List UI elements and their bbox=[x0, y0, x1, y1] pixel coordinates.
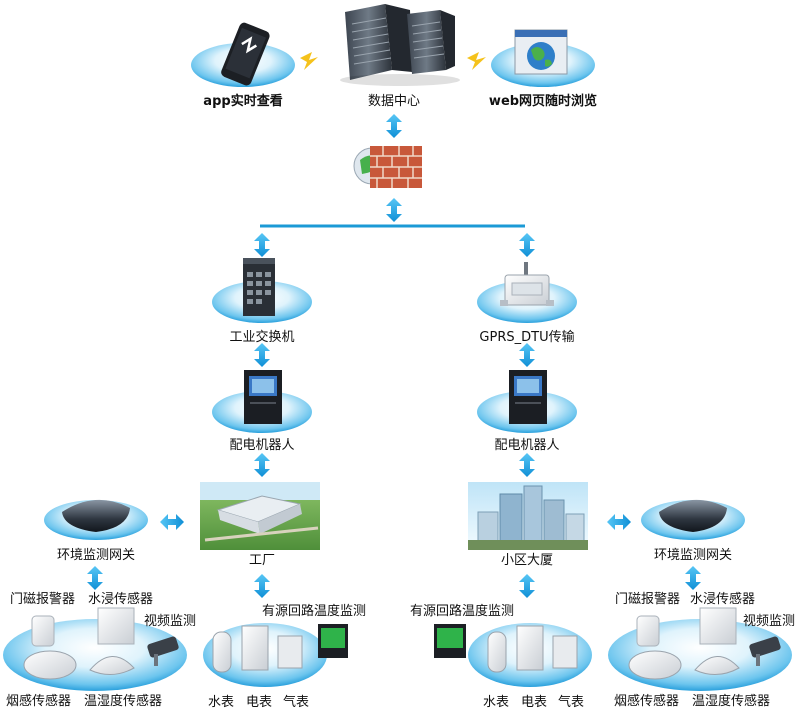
double-arrow-icon bbox=[685, 566, 701, 590]
water-sensor-label: 水浸传感器 bbox=[88, 592, 154, 607]
web-node bbox=[491, 29, 595, 87]
loop-temp-label: 有源回路温度监测 bbox=[262, 604, 367, 619]
double-arrow-icon bbox=[87, 566, 103, 590]
double-arrow-icon bbox=[519, 343, 535, 367]
double-arrow-icon bbox=[607, 514, 631, 530]
gateway-dome-icon bbox=[659, 499, 727, 532]
app-node bbox=[191, 22, 295, 87]
water-sensor-label: 水浸传感器 bbox=[690, 592, 756, 607]
lightning-icon bbox=[467, 52, 486, 70]
gateway-dome-icon bbox=[62, 499, 130, 532]
gas-meter-label: 气表 bbox=[283, 695, 310, 710]
datacenter-label: 数据中心 bbox=[367, 94, 421, 109]
industrial-switch-node bbox=[212, 258, 312, 323]
firewall-icon bbox=[353, 146, 422, 188]
double-arrow-icon bbox=[519, 233, 535, 257]
lightning-icon bbox=[300, 52, 318, 70]
double-arrow-icon bbox=[254, 233, 270, 257]
door-alarm-icon bbox=[636, 615, 660, 647]
water-meter-label: 水表 bbox=[208, 695, 235, 710]
gas-meter-icon bbox=[552, 635, 578, 669]
smoke-label: 烟感传感器 bbox=[6, 694, 72, 709]
factory-image bbox=[200, 482, 320, 550]
temp-humidity-sensor-icon bbox=[89, 656, 135, 675]
gas-meter-icon bbox=[277, 635, 303, 669]
robot-node-right bbox=[477, 370, 577, 433]
gateway-node-right bbox=[641, 499, 745, 540]
water-sensor-icon bbox=[97, 607, 135, 645]
camera-icon bbox=[749, 636, 781, 666]
smoke-sensor-icon bbox=[628, 650, 682, 680]
switch-icon bbox=[243, 258, 275, 316]
building-label: 小区大厦 bbox=[500, 553, 554, 568]
temp-humidity-label: 温湿度传感器 bbox=[692, 694, 771, 709]
double-arrow-icon bbox=[519, 574, 535, 598]
dtu-node bbox=[477, 262, 577, 323]
temperature-monitor-icon bbox=[434, 624, 466, 658]
smoke-label: 烟感传感器 bbox=[614, 694, 680, 709]
smartphone-icon bbox=[221, 22, 270, 86]
server-rack-icon bbox=[340, 4, 460, 86]
dtu-modem-icon bbox=[500, 262, 554, 306]
power-meter-label: 电表 bbox=[246, 695, 273, 710]
double-arrow-icon bbox=[386, 114, 402, 138]
video-label: 视频监测 bbox=[144, 614, 197, 629]
double-arrow-icon bbox=[160, 514, 184, 530]
meter-platform-left bbox=[203, 623, 348, 687]
factory-label: 工厂 bbox=[248, 553, 276, 568]
sensor-platform-left bbox=[3, 607, 187, 691]
temp-humidity-label: 温湿度传感器 bbox=[84, 694, 163, 709]
water-sensor-icon bbox=[699, 607, 737, 645]
browser-globe-icon bbox=[514, 29, 568, 75]
water-meter-icon bbox=[212, 631, 232, 673]
robot-terminal-icon bbox=[244, 370, 282, 424]
gateway-node-left bbox=[44, 499, 148, 540]
door-alarm-label: 门磁报警器 bbox=[615, 592, 681, 607]
double-arrow-icon bbox=[386, 198, 402, 222]
double-arrow-icon bbox=[254, 343, 270, 367]
water-meter-icon bbox=[487, 631, 507, 673]
power-meter-icon bbox=[516, 625, 544, 671]
door-alarm-icon bbox=[31, 615, 55, 647]
gas-meter-label: 气表 bbox=[558, 695, 585, 710]
robot-terminal-icon bbox=[509, 370, 547, 424]
double-arrow-icon bbox=[254, 574, 270, 598]
smoke-sensor-icon bbox=[23, 650, 77, 680]
meter-platform-right bbox=[434, 623, 592, 687]
double-arrow-icon bbox=[519, 453, 535, 477]
gateway-label-right: 环境监测网关 bbox=[653, 548, 733, 563]
double-arrow-icon bbox=[254, 453, 270, 477]
building-image bbox=[468, 482, 588, 550]
temperature-monitor-icon bbox=[318, 624, 348, 658]
power-meter-label: 电表 bbox=[521, 695, 548, 710]
temp-humidity-sensor-icon bbox=[694, 656, 740, 675]
video-label: 视频监测 bbox=[743, 614, 796, 629]
web-label: web网页随时浏览 bbox=[488, 94, 598, 109]
water-meter-label: 水表 bbox=[483, 695, 510, 710]
power-meter-icon bbox=[241, 625, 269, 671]
camera-icon bbox=[147, 636, 179, 666]
app-label: app实时查看 bbox=[203, 94, 283, 109]
gateway-label-left: 环境监测网关 bbox=[56, 548, 136, 563]
robot-label-right: 配电机器人 bbox=[494, 438, 560, 453]
switch-label: 工业交换机 bbox=[229, 330, 295, 345]
loop-temp-label: 有源回路温度监测 bbox=[410, 604, 515, 619]
robot-node-left bbox=[212, 370, 312, 433]
dtu-label: GPRS_DTU传输 bbox=[479, 330, 575, 345]
sensor-platform-right bbox=[608, 607, 792, 691]
door-alarm-label: 门磁报警器 bbox=[10, 592, 76, 607]
robot-label-left: 配电机器人 bbox=[229, 438, 295, 453]
